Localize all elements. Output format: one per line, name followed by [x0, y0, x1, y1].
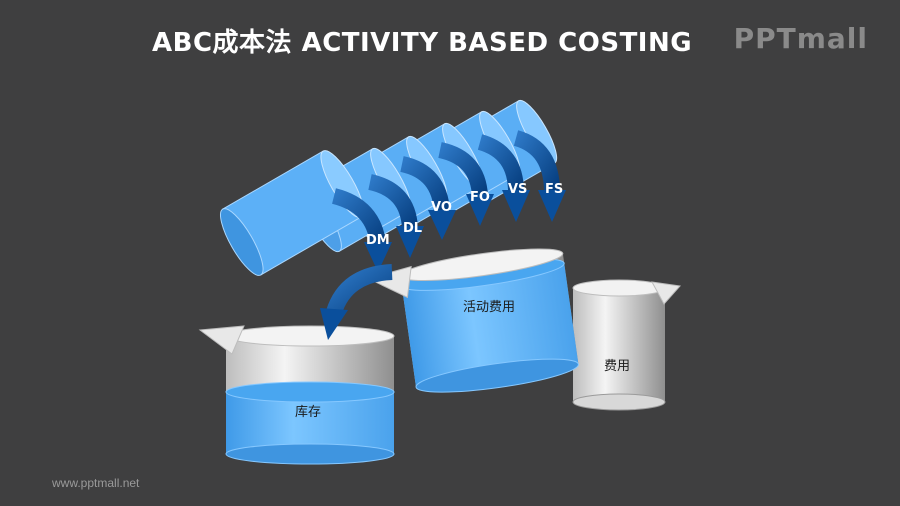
inventory-cup: 库存: [198, 325, 395, 465]
driver-arrow-dl: [367, 174, 424, 258]
brand-logo: PPTmall: [733, 22, 868, 55]
inventory-label: 库存: [295, 404, 321, 420]
activity-label: 活动费用: [463, 300, 515, 315]
expense-label: 费用: [604, 359, 630, 374]
driver-label-fo: FO: [470, 190, 490, 205]
driver-label-vs: VS: [508, 182, 527, 197]
driver-arrow-vo: [399, 156, 456, 240]
driver-label-dm: DM: [366, 233, 390, 248]
driver-arrows: [331, 130, 566, 272]
driver-label-fs: FS: [545, 182, 563, 197]
driver-arrow-dm: [331, 188, 392, 272]
activity-cup: [367, 248, 579, 393]
driver-arrow-vs: [477, 134, 530, 222]
activity-to-inventory-arrow: [320, 264, 393, 340]
driver-label-dl: DL: [403, 221, 422, 236]
expense-cup: 费用: [572, 279, 681, 411]
page-title: ABC成本法 ACTIVITY BASED COSTING: [152, 28, 693, 58]
driver-arrow-fo: [437, 142, 494, 226]
driver-arrow-fs: [513, 130, 566, 222]
footer-url: www.pptmall.net: [52, 476, 140, 490]
driver-label-vo: VO: [431, 200, 452, 215]
